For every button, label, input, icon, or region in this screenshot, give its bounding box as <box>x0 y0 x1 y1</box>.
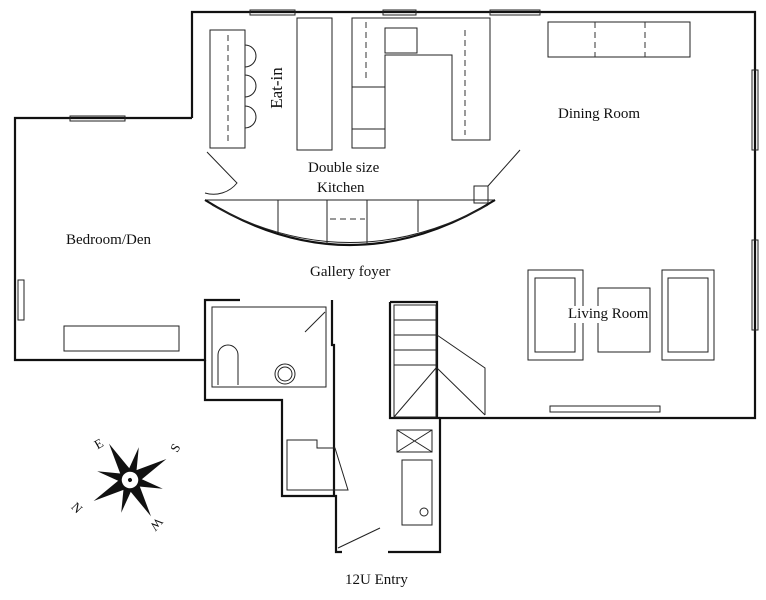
compass-rose-icon <box>93 443 167 517</box>
label-gallery-foyer: Gallery foyer <box>310 264 391 280</box>
label-kitchen-line2: Kitchen <box>317 180 365 196</box>
label-eat-in: Eat-in <box>266 67 286 109</box>
windows <box>17 9 759 413</box>
label-entry: 12U Entry <box>345 572 408 588</box>
label-living-room: Living Room <box>568 306 649 323</box>
label-kitchen-line1: Double size <box>308 160 380 176</box>
toilet-icon <box>217 344 239 385</box>
label-dining-room: Dining Room <box>558 106 641 122</box>
bedroom-dresser <box>63 325 180 352</box>
staircase <box>393 304 486 418</box>
entry-closets <box>286 429 433 549</box>
kitchen-cabinetry <box>204 17 521 246</box>
stove-icon <box>351 86 386 130</box>
dining-table <box>547 21 691 58</box>
label-bedroom-den: Bedroom/Den <box>66 232 151 248</box>
bathroom-fixtures <box>211 306 327 388</box>
sink-icon <box>274 363 296 385</box>
exterior-walls <box>13 10 757 554</box>
